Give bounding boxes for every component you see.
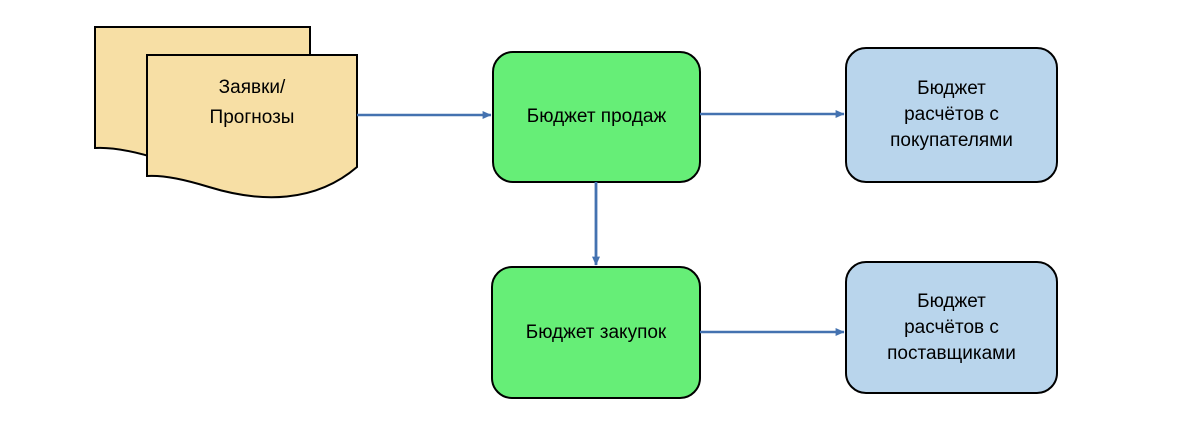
node-sales-budget[interactable] — [492, 51, 701, 183]
node-suppliers-settlements-budget[interactable] — [845, 261, 1058, 394]
node-buyers-settlements-budget[interactable] — [845, 47, 1058, 183]
document-shape-front[interactable] — [146, 54, 358, 199]
node-purchases-budget[interactable] — [491, 266, 701, 399]
